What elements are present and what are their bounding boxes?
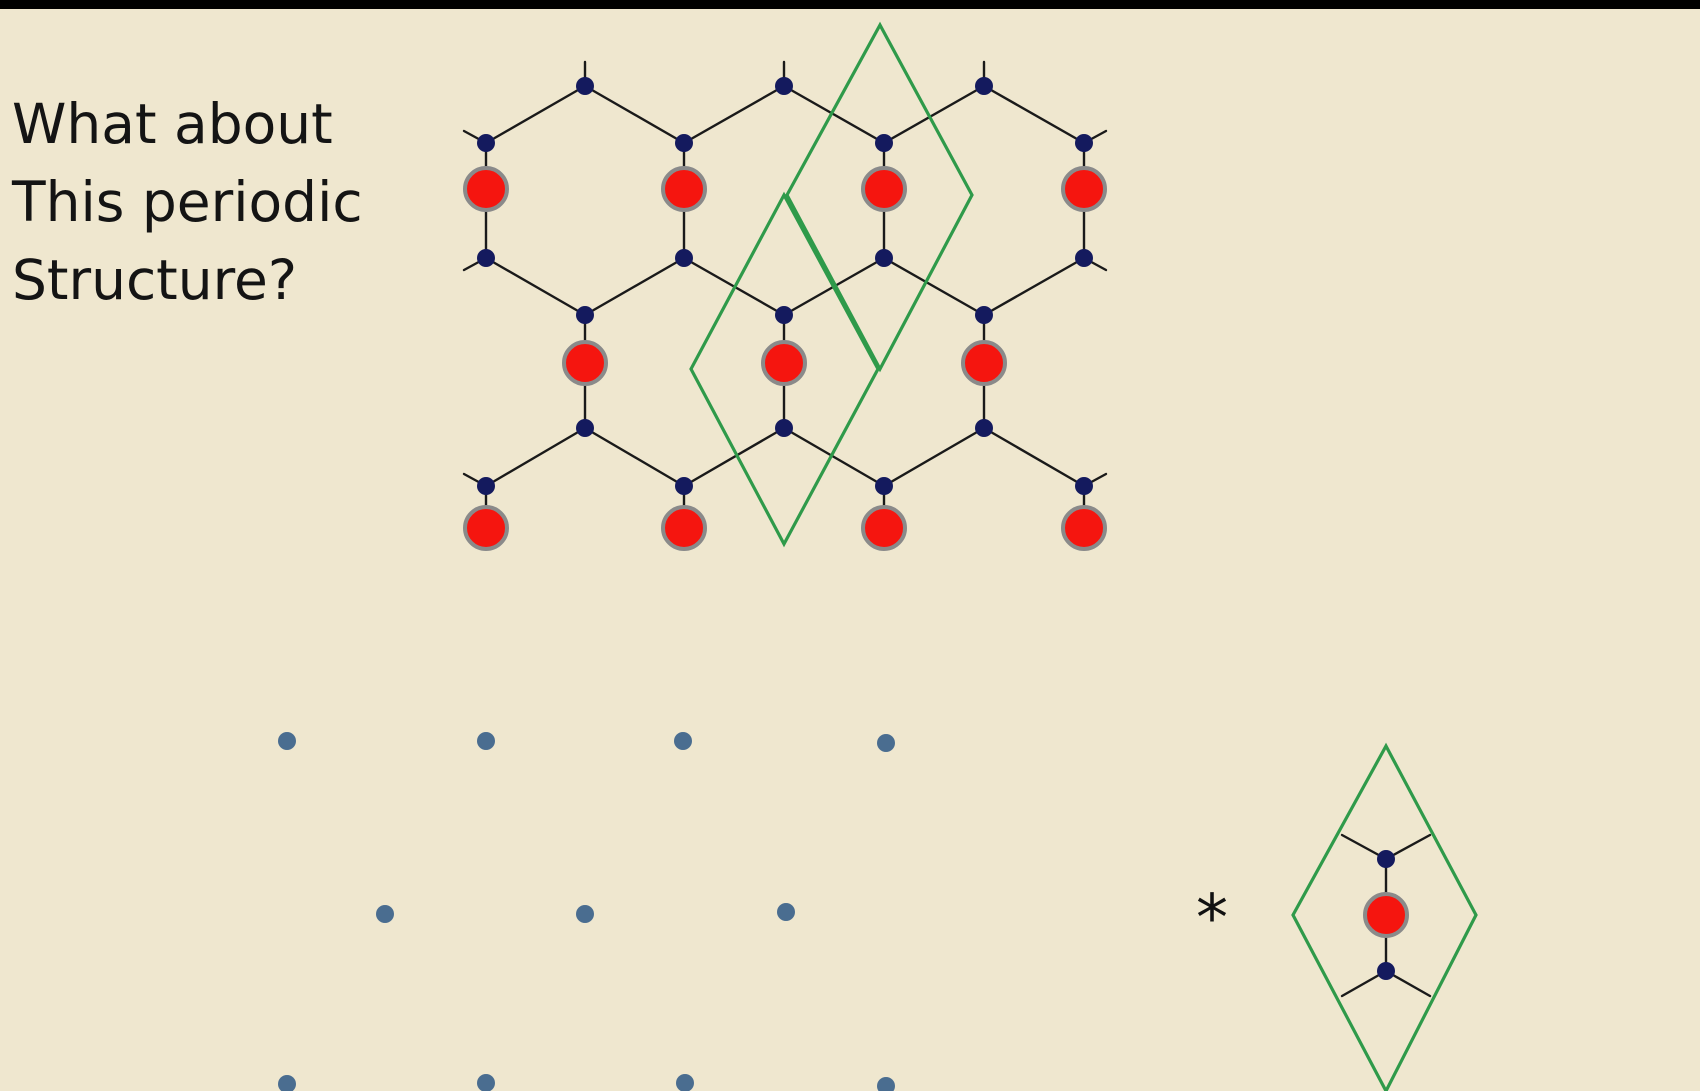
bond [882,84,986,145]
slide: What about This periodic Structure? * [0,9,1700,1091]
small-atom [675,249,693,267]
small-atom [775,419,793,437]
small-atom [675,134,693,152]
bond [882,426,986,488]
bond [982,426,1086,488]
basis-small-atom [1377,962,1395,980]
lattice-point [576,905,594,923]
small-atom [1075,477,1093,495]
bond [882,256,986,317]
lattice-point [278,732,296,750]
large-atom [661,166,707,212]
bond [583,256,686,317]
small-atom [1075,134,1093,152]
unit-cell-outlines [689,21,974,548]
large-atom [661,505,707,551]
large-atom [961,340,1007,386]
bond [782,84,886,145]
lattice-point [877,734,895,752]
basis-unit-cell-outline [1291,742,1478,1091]
small-atom [975,77,993,95]
lattice-point [376,905,394,923]
large-atom [761,340,807,386]
bond [982,256,1086,317]
question-text: What about This periodic Structure? [12,85,363,319]
question-line-2: This periodic [12,170,363,234]
basis-large-atom [1363,892,1409,938]
small-atom [576,306,594,324]
small-atom [1075,249,1093,267]
lattice-point [777,903,795,921]
small-atom [975,419,993,437]
small-atom [875,477,893,495]
large-atoms [463,166,1107,551]
lattice-point [676,1074,694,1091]
large-atom [463,166,509,212]
unit-cell [785,21,974,373]
unit-cell [689,191,880,548]
bond [982,84,1086,145]
basis-small-atom [1377,850,1395,868]
small-atom [675,477,693,495]
bond-network [462,60,1108,520]
small-atom [576,419,594,437]
small-atom [477,477,495,495]
bond [484,256,587,317]
bond [484,84,587,145]
lattice-point [477,1074,495,1091]
lattice-point [278,1075,296,1091]
crystal-diagram [278,21,1478,1091]
bond [484,426,587,488]
small-atom [975,306,993,324]
small-atom [576,77,594,95]
lattice-points [278,732,895,1091]
question-line-1: What about [12,92,333,156]
large-atom [1061,505,1107,551]
bond [583,84,686,145]
large-atom [1061,166,1107,212]
small-atom [775,306,793,324]
large-atom [861,166,907,212]
small-atom [477,249,495,267]
large-atom [562,340,608,386]
bond [682,84,786,145]
convolution-symbol: * [1196,882,1228,956]
bond [782,426,886,488]
small-atom [875,134,893,152]
small-atom [775,77,793,95]
large-atom [861,505,907,551]
small-atom [477,134,495,152]
basis-unit-cell [1291,742,1478,1091]
small-atom [875,249,893,267]
question-line-3: Structure? [12,248,298,312]
large-atom [463,505,509,551]
small-atoms [477,77,1093,495]
bond [682,426,786,488]
lattice-point [477,732,495,750]
lattice-point [877,1077,895,1091]
bond [583,426,686,488]
lattice-point [674,732,692,750]
